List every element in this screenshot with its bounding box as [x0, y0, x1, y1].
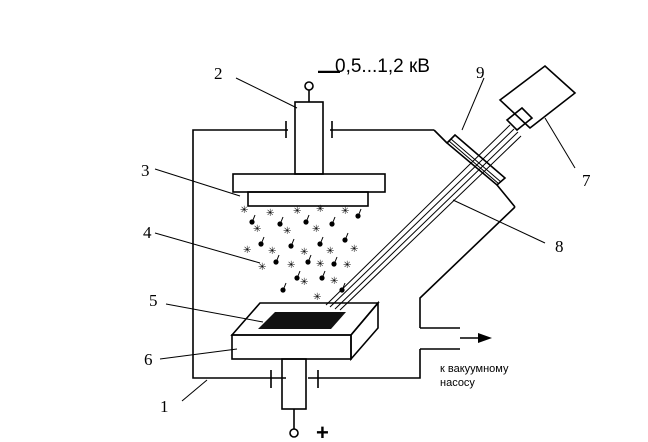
- atom-particle: [277, 221, 283, 227]
- atom-trail: [280, 216, 284, 223]
- atom-particle: [317, 241, 323, 247]
- atom-trail: [306, 214, 310, 221]
- label-3: 3: [141, 161, 150, 180]
- atom-trail: [297, 270, 301, 277]
- atom-trail: [342, 282, 346, 289]
- atom-trail: [261, 236, 265, 243]
- atom-particle: [249, 219, 255, 225]
- cathode-insulator: [285, 121, 333, 138]
- pump-outlet: [420, 327, 485, 350]
- ion-particle: ✳: [343, 260, 351, 271]
- table-front: [231, 334, 352, 360]
- cathode-terminal: [304, 81, 314, 91]
- ion-particle: ✳: [313, 292, 321, 303]
- atom-particle: [303, 219, 309, 225]
- ion-particle: ✳: [240, 205, 248, 216]
- atom-particle: [342, 237, 348, 243]
- plus-sign: +: [316, 420, 329, 442]
- table-side: [350, 300, 379, 362]
- atom-particle: [280, 287, 286, 293]
- label-5: 5: [149, 291, 158, 310]
- label-4: 4: [143, 223, 152, 242]
- ion-particle: ✳: [258, 262, 266, 273]
- label-2: 2: [214, 64, 223, 83]
- voltage-label: 0,5...1,2 кВ: [335, 56, 430, 77]
- anode-insulator: [270, 370, 319, 388]
- atom-trail: [283, 282, 287, 289]
- cathode-target: [247, 191, 369, 207]
- particle-cloud: ✳✳✳✳✳✳✳✳✳✳✳✳✳✳✳✳✳✳✳✳: [240, 204, 362, 303]
- minus-sign: —: [318, 58, 340, 83]
- atom-trail: [252, 214, 256, 221]
- ion-particle: ✳: [300, 277, 308, 288]
- atom-particle: [273, 259, 279, 265]
- label-7: 7: [582, 171, 591, 190]
- ion-particle: ✳: [293, 206, 301, 217]
- anode-rod: [281, 358, 307, 410]
- pump-arrow-head: [478, 333, 492, 343]
- pump-label-line2: насосу: [440, 377, 475, 389]
- beam: [325, 124, 522, 311]
- ion-particle: ✳: [350, 244, 358, 255]
- ion-particle: ✳: [268, 246, 276, 257]
- atom-particle: [329, 221, 335, 227]
- ion-particle: ✳: [253, 224, 261, 235]
- light-source: [498, 64, 577, 132]
- ion-particle: ✳: [300, 247, 308, 258]
- label-8: 8: [555, 237, 564, 256]
- ion-particle: ✳: [266, 208, 274, 219]
- atom-particle: [258, 241, 264, 247]
- chamber-wall: [192, 129, 516, 379]
- atom-particle: [294, 275, 300, 281]
- ion-particle: ✳: [316, 259, 324, 270]
- atom-particle: [305, 259, 311, 265]
- ion-particle: ✳: [330, 276, 338, 287]
- atom-particle: [355, 213, 361, 219]
- cathode-plate: [232, 173, 386, 193]
- atom-trail: [276, 254, 280, 261]
- sample: [258, 312, 346, 329]
- atom-particle: [339, 287, 345, 293]
- ion-particle: ✳: [283, 226, 291, 237]
- pump-label-line1: к вакуумному: [440, 363, 509, 375]
- label-6: 6: [144, 350, 153, 369]
- ion-particle: ✳: [287, 260, 295, 271]
- ion-particle: ✳: [326, 246, 334, 257]
- atom-trail: [308, 254, 312, 261]
- atom-trail: [345, 232, 349, 239]
- atom-trail: [334, 256, 338, 263]
- atom-particle: [319, 275, 325, 281]
- atom-particle: [288, 243, 294, 249]
- atom-trail: [322, 270, 326, 277]
- ion-particle: ✳: [316, 204, 324, 215]
- atom-trail: [320, 236, 324, 243]
- ion-particle: ✳: [341, 206, 349, 217]
- atom-particle: [331, 261, 337, 267]
- atom-trail: [332, 216, 336, 223]
- label-9: 9: [476, 63, 485, 82]
- anode-terminal: [289, 428, 299, 438]
- ion-particle: ✳: [243, 245, 251, 256]
- label-1: 1: [160, 397, 169, 416]
- atom-trail: [291, 238, 295, 245]
- atom-trail: [358, 208, 362, 215]
- window-port: [445, 133, 507, 187]
- leader-lines: [154, 77, 576, 402]
- ion-particle: ✳: [312, 224, 320, 235]
- cathode-rod: [294, 101, 324, 175]
